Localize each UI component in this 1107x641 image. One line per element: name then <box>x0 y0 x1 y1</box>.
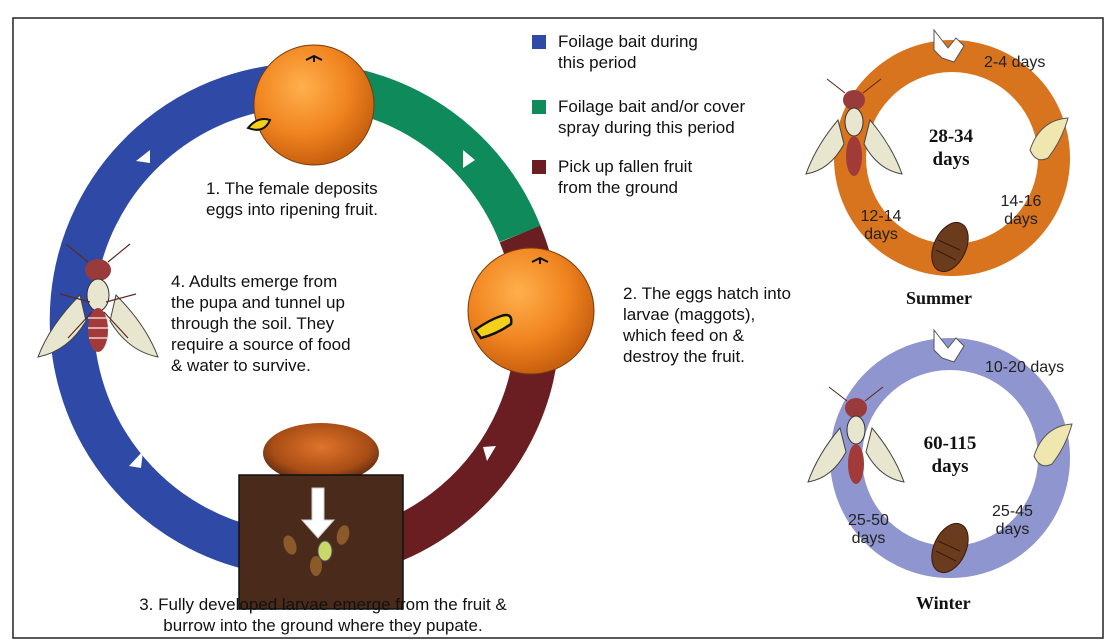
step-4-caption: 4. Adults emerge from the pupa and tunne… <box>171 271 351 376</box>
summer-larva-duration: 14-16 days <box>996 193 1046 229</box>
summer-total-duration: 28-34 days <box>911 125 991 171</box>
step-3-caption: 3. Fully developed larvae emerge from th… <box>103 594 543 636</box>
step-1-caption: 1. The female deposits eggs into ripenin… <box>206 178 378 220</box>
step-2-caption: 2. The eggs hatch into larvae (maggots),… <box>623 283 791 367</box>
fallen-fruit-mound <box>263 423 379 483</box>
winter-fly <box>808 387 904 484</box>
soil-cross-section <box>239 423 403 609</box>
legend-swatch-maroon <box>532 160 546 174</box>
winter-label: Winter <box>916 593 971 614</box>
fruit-top <box>248 45 374 165</box>
summer-pupa-duration: 12-14 days <box>856 208 906 244</box>
fruit-right <box>468 248 594 374</box>
larva <box>318 541 332 561</box>
winter-total-duration: 60-115 days <box>905 432 995 478</box>
winter-egg-duration: 10-20 days <box>985 359 1064 377</box>
winter-pupa-duration: 25-50 days <box>841 512 896 548</box>
winter-larva-duration: 25-45 days <box>985 503 1040 539</box>
legend-swatch-green <box>532 100 546 114</box>
summer-egg-duration: 2-4 days <box>984 54 1045 72</box>
legend-swatch-blue <box>532 35 546 49</box>
summer-label: Summer <box>906 288 972 309</box>
